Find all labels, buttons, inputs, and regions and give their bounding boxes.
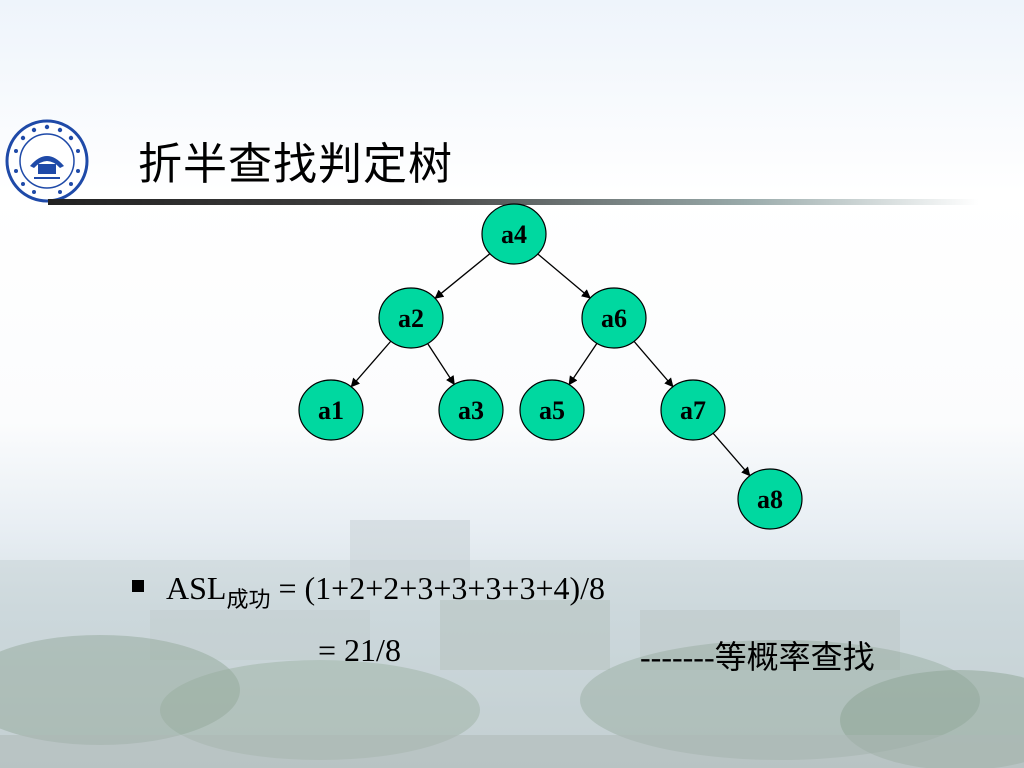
tree-node-a2: a2 [378, 287, 444, 349]
tree-node-a5: a5 [519, 379, 585, 441]
tree-edge-a4-a2 [434, 253, 491, 299]
tree-edge-a2-a1 [350, 340, 392, 388]
tree-node-label: a7 [680, 396, 706, 425]
tree-node-ellipse [481, 203, 547, 265]
asl-subscript: 成功 [226, 588, 271, 613]
tree-node-ellipse [378, 287, 444, 349]
asl-expression: = (1+2+2+3+3+3+3+4)/8 [278, 570, 606, 606]
bullet-square-icon [132, 580, 144, 592]
asl-formula-line: ASL成功 = (1+2+2+3+3+3+3+4)/8 [132, 570, 606, 613]
tree-node-ellipse [298, 379, 364, 441]
tree-node-ellipse [581, 287, 647, 349]
tree-node-label: a5 [539, 396, 565, 425]
tree-edge-a4-a6 [537, 253, 591, 299]
tree-node-ellipse [660, 379, 726, 441]
tree-node-a4: a4 [481, 203, 547, 265]
note-dashes: ------- [640, 639, 715, 675]
tree-node-label: a8 [757, 485, 783, 514]
title-underline [48, 199, 978, 205]
slide-title: 折半查找判定树 [138, 139, 453, 190]
tree-node-a8: a8 [737, 468, 803, 530]
tree-node-label: a1 [318, 396, 344, 425]
tree-edge-a7-a8 [712, 432, 751, 477]
tree-node-ellipse [737, 468, 803, 530]
asl-label: ASL [166, 570, 227, 606]
equal-probability-note: -------等概率查找 [640, 632, 875, 678]
tree-node-label: a3 [458, 396, 484, 425]
tree-node-ellipse [519, 379, 585, 441]
tree-edge-a6-a5 [568, 342, 598, 386]
tree-node-label: a2 [398, 304, 424, 333]
tree-edge-a6-a7 [633, 340, 674, 388]
university-seal-logo [5, 119, 89, 203]
tree-node-a1: a1 [298, 379, 364, 441]
tree-node-label: a6 [601, 304, 627, 333]
note-text: 等概率查找 [714, 638, 875, 676]
tree-edge-a2-a3 [427, 343, 455, 386]
tree-node-ellipse [438, 379, 504, 441]
tree-node-a3: a3 [438, 379, 504, 441]
tree-node-a6: a6 [581, 287, 647, 349]
tree-node-a7: a7 [660, 379, 726, 441]
asl-result: = 21/8 [318, 632, 401, 668]
tree-node-label: a4 [501, 220, 527, 249]
